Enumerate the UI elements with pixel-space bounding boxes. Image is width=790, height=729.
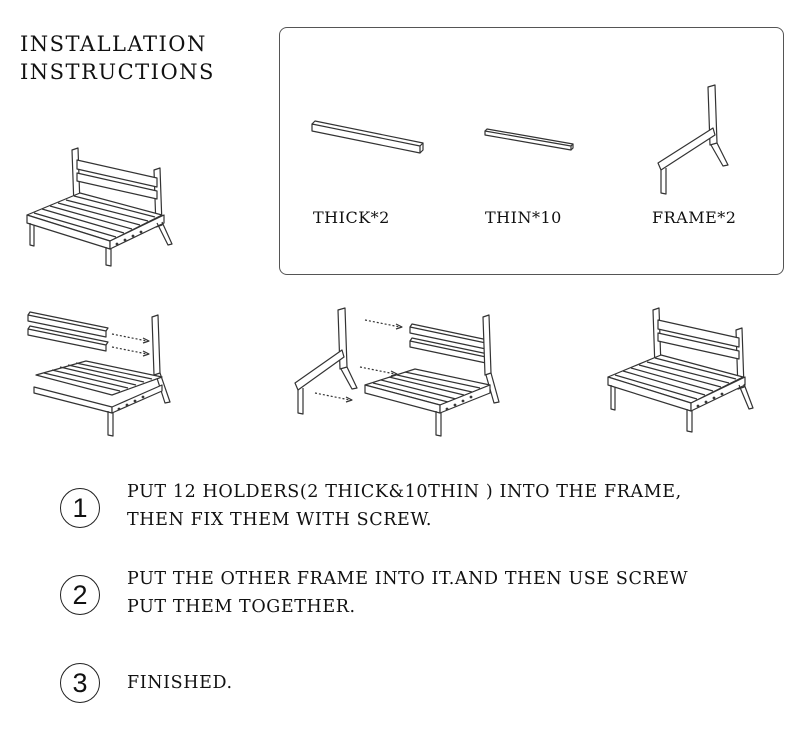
title-line-1: INSTALLATION (20, 32, 207, 56)
thick-holder-icon (311, 120, 424, 154)
step-2-line-2: PUT THEM TOGETHER. (127, 597, 356, 617)
step-1-line-1: PUT 12 HOLDERS(2 THICK&10THIN ) INTO THE… (127, 482, 682, 502)
step-1-number: 1 (60, 488, 100, 528)
step3-illustration (603, 305, 763, 440)
step-2-line-1: PUT THE OTHER FRAME INTO IT.AND THEN USE… (127, 569, 689, 589)
title-line-2: INSTRUCTIONS (20, 60, 215, 84)
side-frame-icon (657, 84, 729, 195)
page-title: INSTALLATION INSTRUCTIONS (20, 30, 215, 86)
step1-illustration (22, 305, 182, 440)
part-frame (653, 83, 733, 202)
step2-illustration (290, 305, 505, 440)
part-thin (483, 126, 578, 160)
parts-list-box: THICK*2 THIN*10 FRAME*2 (279, 27, 784, 275)
part-thick-label: THICK*2 (313, 208, 390, 227)
step-3-text: FINISHED. (127, 669, 233, 697)
part-thin-label: THIN*10 (485, 208, 562, 227)
step-3-line-1: FINISHED. (127, 673, 233, 693)
thin-holder-icon (484, 128, 574, 151)
part-frame-label: FRAME*2 (652, 208, 737, 227)
step-3-number: 3 (60, 663, 100, 703)
assembled-chair-preview (22, 145, 177, 270)
step-1-line-2: THEN FIX THEM WITH SCREW. (127, 510, 433, 530)
part-thick (310, 118, 425, 162)
step-2-number: 2 (60, 575, 100, 615)
step-1-text: PUT 12 HOLDERS(2 THICK&10THIN ) INTO THE… (127, 478, 682, 534)
step-2-text: PUT THE OTHER FRAME INTO IT.AND THEN USE… (127, 565, 688, 621)
